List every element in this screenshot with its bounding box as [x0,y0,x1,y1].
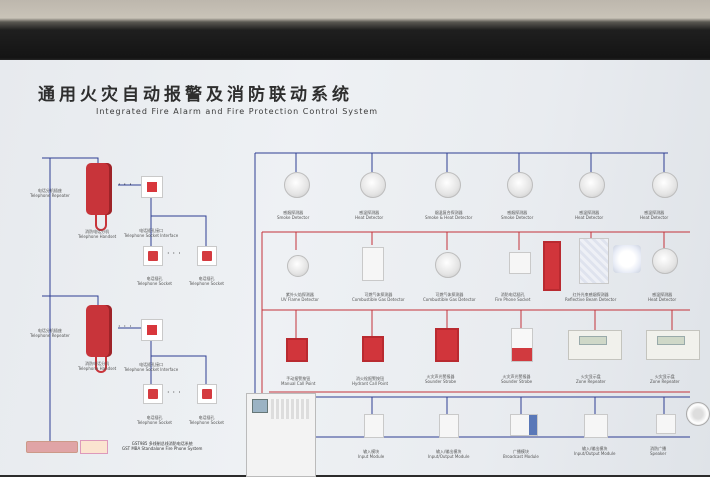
phone-system-panel [26,441,78,453]
smoke-detector [507,172,533,198]
ellipsis: ··· [118,180,135,189]
sounder-strobe [435,328,459,362]
heat-detector [652,248,678,274]
telephone-socket-2b [197,384,217,404]
input-output-module [584,414,608,438]
heat-detector [579,172,605,198]
gas-detector [435,252,461,278]
ellipsis: ··· [118,322,135,331]
heat-detector [360,172,386,198]
telephone-socket-2a [143,384,163,404]
speaker-icon [686,402,710,426]
manual-call-point [286,338,308,362]
phone-socket-interface-1 [141,176,163,198]
fire-phone-handset-1 [86,163,112,231]
zone-repeater [646,330,700,360]
zone-repeater [568,330,622,360]
telephone-socket-1b [197,246,217,266]
broadcast-module [510,414,538,436]
light-glare [613,245,641,273]
title-chinese: 通用火灾自动报警及消防联动系统 [38,85,353,105]
phone-socket-interface-2 [141,319,163,341]
flame-detector [287,255,309,277]
beam-detector [579,238,609,284]
input-module [364,414,384,438]
ellipsis: ··· [167,249,184,258]
fire-phone-socket [509,252,531,274]
title-english: Integrated Fire Alarm and Fire Protectio… [96,107,379,116]
sounder-strobe [511,328,533,362]
fire-alarm-controller [246,393,316,477]
fire-phone-red [543,241,561,291]
input-output-module [439,414,459,438]
speaker-module [656,414,676,434]
smoke-heat-detector [435,172,461,198]
fire-phone-handset-2 [86,305,112,373]
phone-system-keypad [80,440,108,454]
hydrant-call-point [362,336,384,362]
gas-detector [362,247,384,281]
telephone-socket-1a [143,246,163,266]
heat-detector [652,172,678,198]
ceiling [0,0,710,62]
smoke-detector [284,172,310,198]
ellipsis: ··· [167,388,184,397]
